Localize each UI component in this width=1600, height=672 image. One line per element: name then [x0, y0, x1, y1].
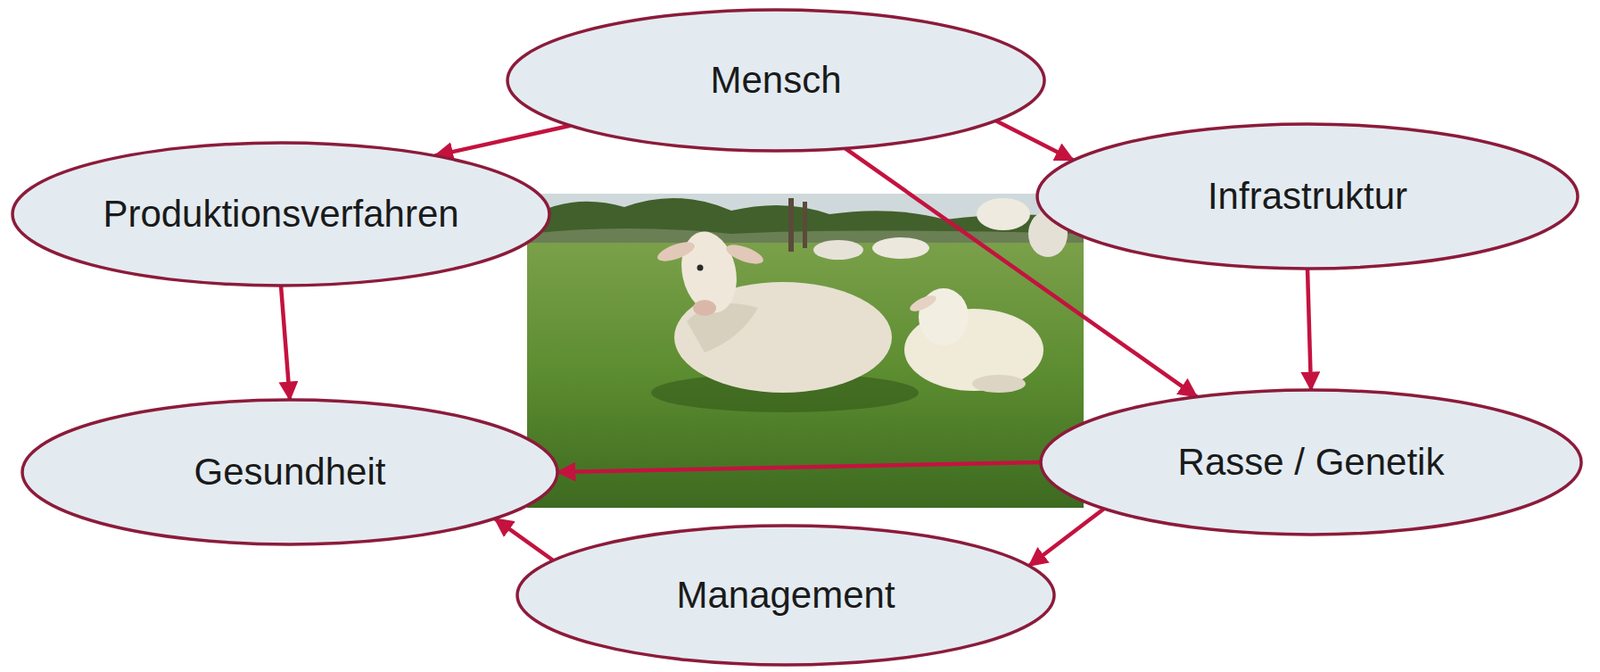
- ewe-head: [674, 226, 744, 318]
- photo-group: [527, 193, 1084, 508]
- distant-sheep: [813, 239, 864, 260]
- ellipse-shape: [1037, 123, 1578, 269]
- ellipse-node: Infrastruktur: [1035, 122, 1580, 271]
- ellipse-shape: [1040, 389, 1582, 535]
- lamb-ear: [907, 292, 939, 314]
- ellipse-shape: [507, 9, 1045, 151]
- arrow-connector: [1307, 268, 1312, 390]
- fence-post: [788, 197, 794, 252]
- arrow-connector: [996, 120, 1074, 160]
- arrow-connector: [435, 125, 571, 157]
- arrow-connector: [1029, 508, 1105, 566]
- node-label: Mensch: [709, 58, 842, 102]
- ellipse-node: Mensch: [505, 8, 1047, 153]
- fence-post: [802, 201, 808, 248]
- ewe-ear: [655, 238, 698, 265]
- node-label: Gesundheit: [194, 450, 387, 494]
- node-label: Management: [676, 573, 895, 617]
- distant-sheep: [872, 237, 930, 259]
- lamb-leg: [972, 374, 1026, 393]
- ellipse-shape: [12, 142, 550, 286]
- ewe-muzzle: [692, 299, 717, 316]
- ellipse-shape: [22, 399, 558, 545]
- ellipse-node: Gesundheit: [20, 397, 560, 546]
- ellipse-node: Rasse / Genetik: [1039, 387, 1584, 537]
- ewe-eye: [697, 264, 704, 272]
- ellipse-node: Management: [515, 523, 1056, 667]
- arrow-connector: [557, 461, 1041, 472]
- ellipse-node: Produktionsverfahren: [10, 140, 552, 288]
- grass: [527, 242, 1084, 508]
- ellipse-shape: [517, 525, 1055, 665]
- node-label: Rasse / Genetik: [1178, 440, 1445, 484]
- node-label: Infrastruktur: [1207, 174, 1408, 218]
- node-label: Produktionsverfahren: [102, 192, 459, 236]
- arrow-connector: [494, 518, 554, 561]
- distant-sheep: [976, 197, 1031, 231]
- ewe-ear: [724, 240, 767, 268]
- arrow-connector: [280, 285, 290, 400]
